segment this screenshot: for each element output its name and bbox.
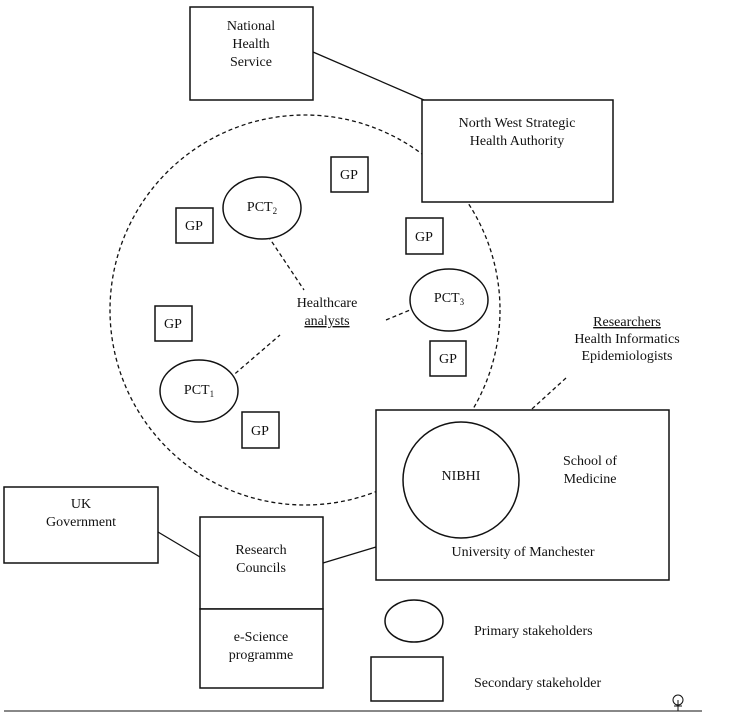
gp-label-5: GP (439, 352, 457, 367)
primary-stakeholder-boundary (109, 114, 501, 506)
tree-icon (672, 694, 684, 711)
uk-government-label-1: UK (71, 497, 91, 512)
pct3-ellipse (409, 268, 489, 332)
pct2-base: PCT (247, 200, 273, 215)
connector-analysts-pct2 (267, 235, 305, 291)
pct3-label: PCT3 (434, 291, 465, 307)
researchers-label-3: Epidemiologists (582, 349, 673, 364)
connector-nhs-nwsha (312, 51, 425, 101)
legend-secondary-symbol (370, 656, 444, 702)
nibhi-label: NIBHI (442, 469, 481, 484)
connector-councils-university (322, 546, 377, 564)
nhs-box (189, 6, 314, 101)
pct1-label: PCT1 (184, 383, 214, 399)
gp-box-3 (405, 217, 444, 255)
connector-ukgov-councils (157, 531, 201, 558)
nhs-label-1: National (227, 19, 275, 34)
research-councils-label-2: Councils (236, 561, 286, 576)
gp-label-2: GP (185, 219, 203, 234)
gp-label-6: GP (251, 424, 269, 439)
nwsha-box (421, 99, 614, 203)
gp-label-4: GP (164, 317, 182, 332)
legend-primary-symbol (384, 599, 444, 643)
escience-label-2: programme (229, 648, 294, 663)
nwsha-label-2: Health Authority (470, 134, 565, 149)
pct1-sub: 1 (210, 389, 215, 399)
pct3-base: PCT (434, 291, 460, 306)
gp-label-3: GP (415, 230, 433, 245)
pct2-ellipse (222, 176, 302, 240)
escience-box (199, 608, 324, 689)
analysts-label-2: analysts (304, 314, 349, 329)
uk-government-box (3, 486, 159, 564)
connector-analysts-pct3 (385, 309, 411, 321)
school-label-2: Medicine (564, 472, 617, 487)
research-councils-label-1: Research (235, 543, 286, 558)
researchers-label-2: Health Informatics (574, 332, 679, 347)
university-label: University of Manchester (451, 545, 594, 560)
legend-primary-label: Primary stakeholders (474, 624, 593, 639)
connector-analysts-pct1 (229, 334, 281, 379)
nhs-label-2: Health (232, 37, 269, 52)
gp-box-2 (175, 207, 214, 244)
pct3-sub: 3 (460, 297, 465, 307)
gp-box-5 (429, 340, 467, 377)
legend-secondary-label: Secondary stakeholder (474, 676, 601, 691)
nwsha-label-1: North West Strategic (459, 116, 576, 131)
gp-box-4 (154, 305, 193, 342)
nhs-label-3: Service (230, 55, 272, 70)
pct1-base: PCT (184, 383, 210, 398)
gp-label-1: GP (340, 168, 358, 183)
pct2-sub: 2 (273, 206, 278, 216)
research-councils-box (199, 516, 324, 610)
pct1-ellipse (159, 359, 239, 423)
pct2-label: PCT2 (247, 200, 277, 216)
nibhi-ellipse (402, 421, 520, 539)
school-label-1: School of (563, 454, 617, 469)
analysts-label-1: Healthcare (297, 296, 358, 311)
researchers-heading: Researchers (593, 315, 661, 330)
uk-government-label-2: Government (46, 515, 116, 530)
escience-label-1: e-Science (234, 630, 288, 645)
gp-box-1 (330, 156, 369, 193)
gp-box-6 (241, 411, 280, 449)
